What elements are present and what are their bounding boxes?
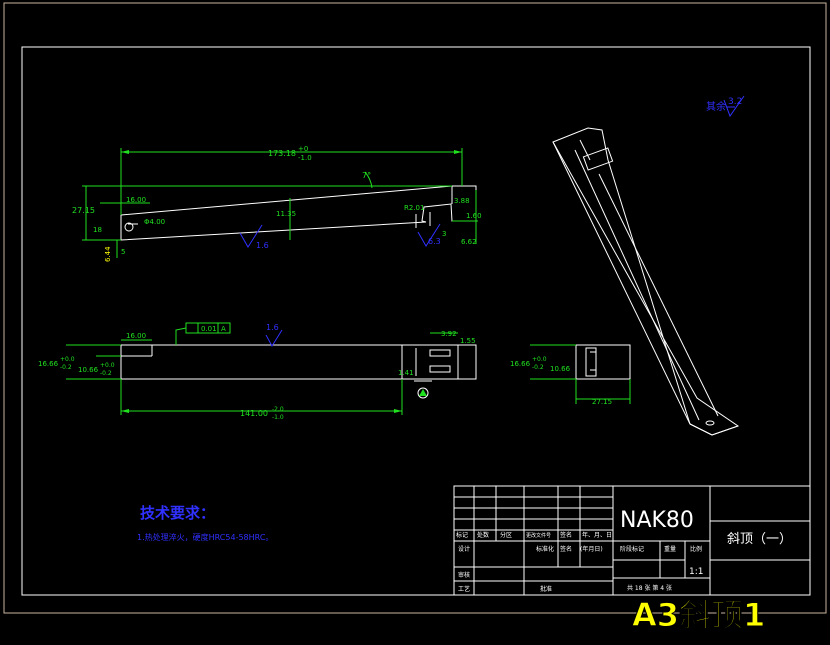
tech-req-line1: 1.热处理淬火，硬度HRC54-58HRC。	[137, 532, 273, 542]
dim-18: 18	[93, 226, 102, 234]
dim-141: 141.00	[240, 409, 268, 418]
iso-view	[552, 127, 740, 436]
ra-16-front: 1.6	[256, 241, 269, 250]
roughness-corner-value: 3.2	[728, 97, 742, 107]
front-view: 173.18 +0 -1.0 27.15 16.00 18 Φ4.00 5 6.…	[72, 145, 482, 262]
dim-141-tol-up: -2.0	[272, 406, 284, 413]
dim-5: 5	[121, 248, 125, 256]
dim-3: 3	[442, 230, 446, 238]
side-view: 16.66 +0.0 -0.2 10.66 27.15	[510, 344, 631, 406]
datum-a: A	[420, 385, 421, 386]
roughness-corner-prefix: 其余	[706, 100, 726, 113]
dim-644: 6.44	[104, 246, 112, 262]
dim-141-small: 1.41	[398, 369, 414, 377]
tb-date: (年月日)	[580, 545, 603, 553]
tb-approve: 批准	[540, 585, 552, 593]
dim-1066-tol-dn: -0.2	[100, 370, 112, 377]
dim-1666: 16.66	[38, 360, 59, 368]
dim-top-tol-dn: -1.0	[298, 154, 312, 162]
dim-160: 1.60	[466, 212, 482, 220]
ra-16-bottom: 1.6	[266, 323, 279, 332]
overlay-title: A3斜顶1	[632, 596, 765, 634]
side-dim-1666: 16.66	[510, 360, 531, 368]
side-dim-1066: 10.66	[550, 365, 571, 373]
tb-h3: 更改文件号	[526, 532, 551, 539]
tb-scale-value: 1:1	[689, 567, 703, 577]
side-dim-2715: 27.15	[592, 398, 612, 406]
tech-req-title: 技术要求：	[140, 504, 215, 522]
dim-1066: 10.66	[78, 366, 99, 374]
tb-h4: 签名	[560, 531, 572, 539]
tb-check: 审核	[458, 571, 470, 579]
tb-h2: 分区	[500, 531, 512, 539]
side-dim-1666-tol-dn: -0.2	[532, 364, 544, 371]
tb-sheets: 共 18 张 第 4 张	[627, 584, 672, 592]
tb-h0: 标记	[456, 531, 468, 539]
roughness-corner: 其余 3.2	[706, 95, 745, 118]
dim-16-bottom: 16.00	[126, 332, 146, 340]
flatness-ref: A	[221, 325, 226, 333]
title-block	[453, 485, 811, 596]
dim-r201: R2.01	[404, 204, 424, 212]
tb-part-name: 斜顶（一）	[727, 532, 792, 547]
side-dim-1666-tol-up: +0.0	[532, 356, 547, 363]
tb-design: 设计	[458, 545, 470, 553]
dim-155: 1.55	[460, 337, 476, 345]
dim-top-tol-up: +0	[298, 145, 308, 153]
dim-phi4: Φ4.00	[144, 218, 165, 226]
dim-1066-tol-up: +0.0	[100, 362, 115, 369]
dim-16: 16.00	[126, 196, 146, 204]
bottom-view: 0.01 A 16.00 1.6 16.66 +0.0 -0.2 10.66 +…	[38, 322, 477, 421]
dim-662: 6.62	[461, 238, 477, 246]
inner-frame	[21, 46, 811, 596]
dim-height: 27.15	[72, 206, 95, 215]
flatness-value: 0.01	[201, 325, 217, 333]
dim-1666-tol-up: +0.0	[60, 356, 75, 363]
tb-h1: 处数	[477, 531, 489, 539]
dim-angle: 7°	[362, 171, 371, 180]
ra-63-front: 6.3	[428, 237, 441, 246]
dim-141-tol-dn: -1.0	[272, 414, 284, 421]
outer-frame	[3, 2, 827, 614]
dim-1666-tol-dn: -0.2	[60, 364, 72, 371]
tb-process: 工艺	[458, 585, 470, 593]
dim-1135: 11.35	[276, 210, 296, 218]
dim-top-length: 173.18	[268, 149, 296, 158]
tb-sign: 签名	[560, 545, 572, 553]
dim-388: 3.88	[454, 197, 470, 205]
dim-392: 3.92	[441, 330, 457, 338]
tb-h5: 年、月、日	[582, 531, 612, 539]
tb-material: NAK80	[620, 508, 694, 533]
tb-standard: 标准化	[536, 545, 554, 553]
tb-weight: 重量	[664, 545, 676, 553]
tb-stage: 阶段标记	[620, 545, 644, 553]
tb-scale-label: 比例	[690, 545, 702, 553]
